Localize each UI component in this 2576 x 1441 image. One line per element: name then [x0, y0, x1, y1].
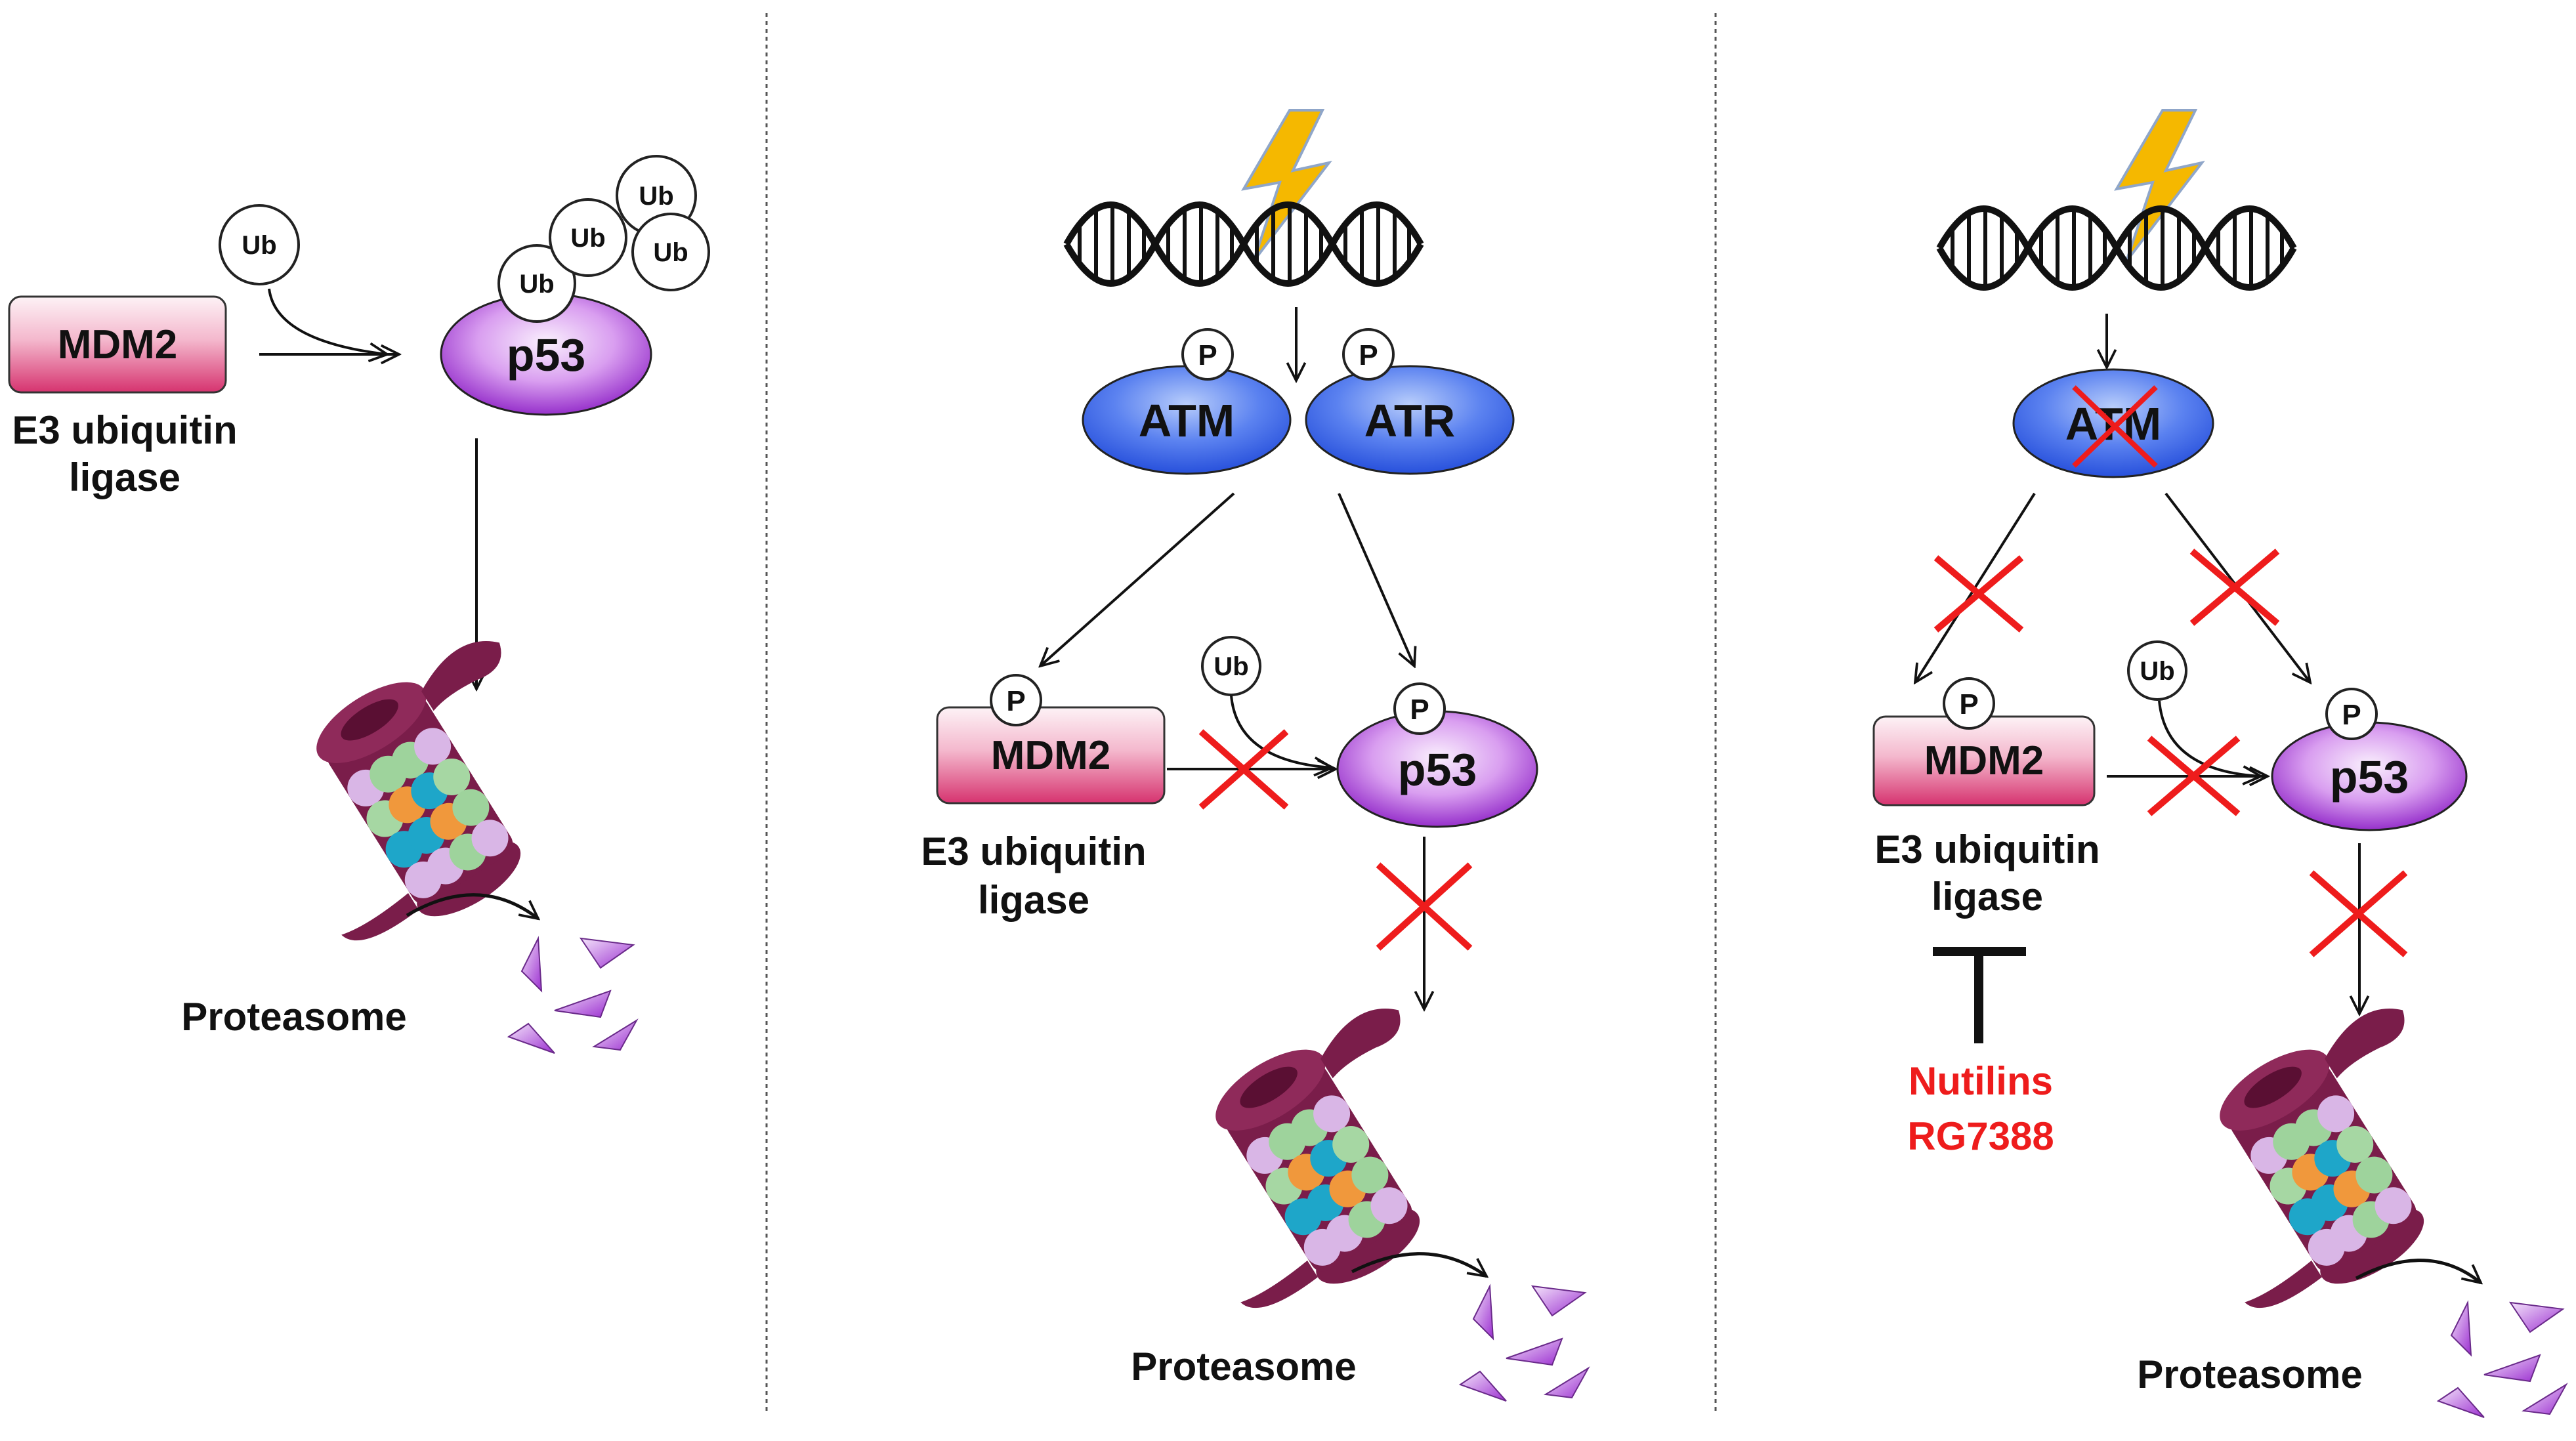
panel-2: ATM P ATR P MDM2 P E3 ubiquitin ligase U…: [921, 109, 1589, 1402]
svg-text:Ub: Ub: [519, 270, 554, 299]
block-mark-mdm2-p53-2: [1198, 729, 1289, 810]
svg-text:Ub: Ub: [639, 182, 673, 211]
e3-label-3b: ligase: [1932, 875, 2043, 919]
block-mark-degradation-2: [1376, 862, 1473, 951]
atr-oval-2: [1305, 365, 1515, 475]
phospho-p53-3: P: [2325, 688, 2378, 740]
svg-text:Ub: Ub: [1214, 652, 1248, 681]
p53-label-1: p53: [507, 329, 586, 381]
proteasome-label-2: Proteasome: [1131, 1345, 1356, 1389]
degradation-arrow-3: [2355, 1259, 2481, 1283]
mdm2-label-1: MDM2: [58, 322, 178, 367]
mdm2-box-1: [8, 295, 227, 394]
fragments-2: [1460, 1285, 1589, 1402]
block-mark-atm-mdm2-3: [1933, 555, 2024, 633]
dna-icon-2: [1066, 205, 1421, 283]
degradation-arrow-2: [1351, 1252, 1487, 1276]
ub-free-2: Ub: [1201, 636, 1261, 696]
block-mark-mdm2-p53-3: [2147, 736, 2241, 816]
mdm2-label-3: MDM2: [1924, 738, 2044, 783]
svg-text:P: P: [1959, 688, 1978, 720]
svg-text:P: P: [1410, 694, 1429, 726]
e3-label-1b: ligase: [69, 455, 180, 499]
ub-free-3: Ub: [2127, 640, 2187, 701]
e3-label-3a: E3 ubiquitin: [1874, 827, 2100, 871]
proteasome-label-3: Proteasome: [2137, 1352, 2362, 1396]
block-mark-atm-p53-3: [2189, 549, 2280, 626]
svg-text:Ub: Ub: [570, 224, 605, 253]
fragments-3: [2438, 1302, 2567, 1418]
svg-text:P: P: [2342, 699, 2361, 731]
panel-1: MDM2 E3 ubiquitin ligase Ub p53 Ub Ub Ub…: [8, 155, 710, 1054]
svg-text:P: P: [1359, 339, 1378, 371]
phospho-mdm2-3: P: [1943, 677, 1995, 730]
svg-text:Ub: Ub: [2140, 657, 2174, 686]
mdm2-box-2: [936, 706, 1166, 804]
atm-label-2: ATM: [1139, 395, 1235, 446]
ub-transfer-arrow-1: [268, 288, 387, 354]
p53-label-3: p53: [2330, 751, 2409, 803]
proteasome-label-1: Proteasome: [181, 995, 406, 1039]
svg-text:P: P: [1198, 339, 1217, 371]
dna-icon-3: [1939, 209, 2294, 287]
atm-to-mdm2-arrow-2: [1040, 492, 1235, 666]
drug-label-3a: Nutilins: [1909, 1059, 2053, 1103]
proteasome-2: [1139, 986, 1510, 1341]
p53-label-2: p53: [1398, 744, 1477, 795]
ub-transfer-arrow-2: [1230, 695, 1332, 768]
block-mark-degradation-3: [2309, 870, 2408, 957]
svg-text:P: P: [1006, 685, 1025, 717]
phospho-atm-2: P: [1181, 328, 1234, 381]
e3-label-2a: E3 ubiquitin: [921, 829, 1146, 873]
ub-free-1: Ub: [219, 204, 300, 285]
ub-transfer-arrow-3: [2158, 700, 2261, 776]
ub-chain-1: Ub Ub Ub Ub: [497, 155, 710, 323]
atr-to-p53-arrow-2: [1338, 493, 1414, 666]
drug-label-3b: RG7388: [1907, 1114, 2054, 1158]
proteasome-3: [2143, 986, 2514, 1341]
svg-text:Ub: Ub: [653, 238, 688, 267]
fragments-1: [508, 938, 637, 1054]
proteasome-1: [240, 619, 610, 973]
atm-deleted-mark-3: [2072, 385, 2158, 468]
phospho-atr-2: P: [1342, 328, 1395, 381]
inhibition-bar-3: [1933, 947, 2026, 1043]
e3-label-2b: ligase: [978, 878, 1089, 922]
degradation-arrow-1: [406, 893, 538, 919]
svg-text:Ub: Ub: [242, 231, 276, 260]
phospho-p53-2: P: [1393, 682, 1446, 735]
atr-label-2: ATR: [1364, 395, 1456, 446]
mdm2-label-2: MDM2: [991, 733, 1111, 778]
e3-label-1a: E3 ubiquitin: [12, 408, 237, 452]
phospho-mdm2-2: P: [990, 674, 1042, 726]
panel-3: ATM MDM2 P E3 ubiquitin ligase Nutilins …: [1872, 109, 2567, 1418]
